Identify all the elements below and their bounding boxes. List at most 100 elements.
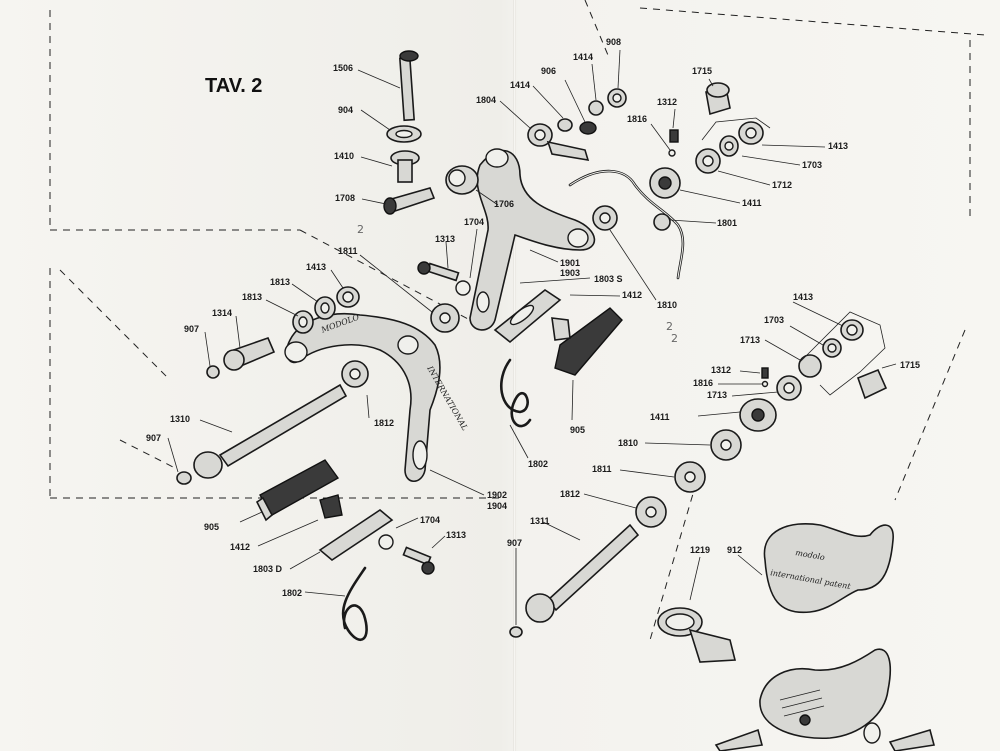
lever-body bbox=[714, 648, 936, 751]
label-1804: 1804 bbox=[476, 95, 496, 105]
label-1219: 1219 bbox=[690, 545, 710, 555]
label-1803s: 1803 S bbox=[594, 274, 623, 284]
shoe-1803d bbox=[318, 494, 394, 561]
adjuster-1715b bbox=[856, 368, 888, 400]
nut-906 bbox=[557, 118, 573, 132]
washer-1812a bbox=[341, 360, 369, 388]
right-frame-top-a bbox=[584, 0, 611, 61]
label-1810b: 1810 bbox=[618, 438, 638, 448]
bolt-1313-lower bbox=[378, 534, 435, 575]
handwritten-mark-3: 2 bbox=[671, 332, 678, 345]
right-frame-top-b bbox=[639, 7, 986, 36]
washer-1810-top bbox=[592, 205, 618, 231]
nut-907c bbox=[509, 626, 523, 638]
washer-1713a bbox=[798, 354, 822, 378]
label-1901: 1901 bbox=[560, 258, 580, 268]
clip-1802b bbox=[341, 566, 368, 642]
label-905b: 905 bbox=[570, 425, 585, 435]
label-1812b: 1812 bbox=[560, 489, 580, 499]
label-908: 908 bbox=[606, 37, 621, 47]
label-1813b: 1813 bbox=[242, 292, 262, 302]
label-1704b: 1704 bbox=[420, 515, 440, 525]
label-1802b: 1802 bbox=[282, 588, 302, 598]
nut-1414b bbox=[588, 100, 604, 116]
label-1904: 1904 bbox=[487, 501, 507, 511]
label-1713a: 1713 bbox=[740, 335, 760, 345]
label-1713b: 1713 bbox=[707, 390, 727, 400]
label-1314: 1314 bbox=[212, 308, 232, 318]
label-1708: 1708 bbox=[335, 193, 355, 203]
bolt-head-1506 bbox=[399, 50, 419, 62]
screw-bottom bbox=[888, 728, 936, 751]
bolt-bottom bbox=[714, 728, 764, 751]
label-1411b: 1411 bbox=[650, 412, 670, 422]
label-1310: 1310 bbox=[170, 414, 190, 424]
screw-1312b bbox=[761, 367, 769, 379]
label-1412a: 1412 bbox=[622, 290, 642, 300]
label-1811b: 1811 bbox=[592, 464, 612, 474]
part-labels: 1506 904 1410 1708 1414 906 1414 908 180… bbox=[146, 37, 920, 598]
label-1811a: 1811 bbox=[338, 246, 358, 256]
label-905a: 905 bbox=[204, 522, 219, 532]
label-1715a: 1715 bbox=[692, 66, 712, 76]
pad-1412-lower bbox=[319, 494, 343, 519]
label-907b: 907 bbox=[146, 433, 161, 443]
washer-cluster-left bbox=[292, 286, 460, 334]
bolt-1310 bbox=[176, 383, 348, 485]
label-1313b: 1313 bbox=[446, 530, 466, 540]
washer-1704a bbox=[455, 280, 471, 296]
ball-1816b bbox=[761, 380, 769, 388]
label-1413a: 1413 bbox=[828, 141, 848, 151]
screw-1312 bbox=[669, 129, 679, 143]
label-1802a: 1802 bbox=[528, 459, 548, 469]
leader-lines bbox=[167, 49, 897, 625]
label-1803d: 1803 D bbox=[253, 564, 283, 574]
right-frame-diagonal bbox=[894, 329, 966, 501]
nut-1414 bbox=[579, 121, 597, 135]
label-1816b: 1816 bbox=[693, 378, 713, 388]
spring-body-1410 bbox=[397, 159, 413, 183]
label-1812a: 1812 bbox=[374, 418, 394, 428]
label-1703a: 1703 bbox=[802, 160, 822, 170]
lever-guide bbox=[649, 469, 701, 641]
bolt-1313-upper bbox=[417, 261, 471, 296]
sleeve-1314 bbox=[206, 336, 276, 379]
cable-1801 bbox=[568, 169, 685, 280]
label-1311: 1311 bbox=[530, 516, 550, 526]
label-1411a: 1411 bbox=[742, 198, 762, 208]
cable-anchor-group bbox=[527, 88, 627, 162]
label-1312a: 1312 bbox=[657, 97, 677, 107]
pad-905-lower bbox=[255, 459, 340, 522]
handwritten-mark-1: 2 bbox=[357, 223, 364, 236]
label-1410: 1410 bbox=[334, 151, 354, 161]
label-907a: 907 bbox=[184, 324, 199, 334]
lever-hood-912: modolo international patent bbox=[763, 523, 894, 614]
label-912: 912 bbox=[727, 545, 742, 555]
bolt-guide-1 bbox=[59, 269, 171, 381]
bolt-1311 bbox=[509, 523, 640, 638]
front-caliper-arm bbox=[469, 148, 596, 331]
label-1813a: 1813 bbox=[270, 277, 290, 287]
center-bolt-assembly bbox=[383, 50, 436, 215]
clip-1802a bbox=[500, 358, 532, 428]
label-1703b: 1703 bbox=[764, 315, 784, 325]
label-1414a: 1414 bbox=[510, 80, 530, 90]
label-1412b: 1412 bbox=[230, 542, 250, 552]
washer-1704b bbox=[378, 534, 394, 550]
ball-1816 bbox=[668, 149, 676, 157]
bolt-guide-2 bbox=[119, 439, 176, 469]
label-1801: 1801 bbox=[717, 218, 737, 228]
top-right-parts bbox=[649, 82, 771, 199]
nut-907a bbox=[206, 365, 220, 379]
label-1704a: 1704 bbox=[464, 217, 484, 227]
shoe-1803s bbox=[493, 289, 562, 344]
label-907c: 907 bbox=[507, 538, 522, 548]
label-1313a: 1313 bbox=[435, 234, 455, 244]
label-1706: 1706 bbox=[494, 199, 514, 209]
pad-1412-top bbox=[551, 307, 623, 376]
washer-bottom bbox=[863, 722, 881, 744]
rear-caliper-arm: MODOLO INTERNATIONAL bbox=[284, 312, 469, 483]
label-1902: 1902 bbox=[487, 490, 507, 500]
